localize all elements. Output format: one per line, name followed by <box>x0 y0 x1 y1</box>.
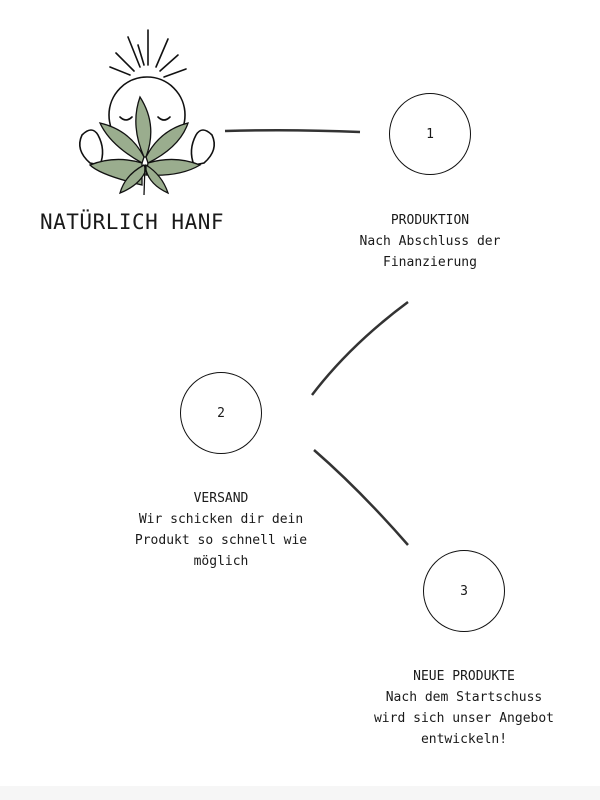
step-2-desc-line: Produkt so schnell wie <box>134 533 308 548</box>
step-3-desc-line: entwickeln! <box>420 732 508 747</box>
step-3-desc-line: Nach dem Startschuss <box>385 690 543 705</box>
step-2-title: VERSAND <box>193 491 249 506</box>
brand-name: NATÜRLICH HANF <box>40 210 225 234</box>
step-3-desc-line: wird sich unser Angebot <box>373 711 554 726</box>
step-1-desc-line: Finanzierung <box>383 255 477 270</box>
meditating-hemp-logo-icon <box>79 29 215 195</box>
footer-strip <box>0 786 600 800</box>
connector-step2-step1 <box>311 300 409 396</box>
step-2-desc-line: Wir schicken dir dein <box>138 512 304 527</box>
step-1-circle: 1 <box>389 93 471 175</box>
connector-logo-step1 <box>224 128 361 134</box>
step-1-title: PRODUKTION <box>390 213 470 228</box>
step-3-circle: 3 <box>423 550 505 632</box>
step-3-text: NEUE PRODUKTE Nach dem Startschuss wird … <box>344 666 584 750</box>
step-1-desc-line: Nach Abschluss der <box>359 234 501 249</box>
step-2-desc-line: möglich <box>193 554 249 569</box>
step-2-text: VERSAND Wir schicken dir dein Produkt so… <box>101 488 341 572</box>
step-3-title: NEUE PRODUKTE <box>413 669 515 684</box>
step-1-text: PRODUKTION Nach Abschluss der Finanzieru… <box>310 210 550 273</box>
connector-step2-step3 <box>313 449 409 546</box>
step-2-circle: 2 <box>180 372 262 454</box>
